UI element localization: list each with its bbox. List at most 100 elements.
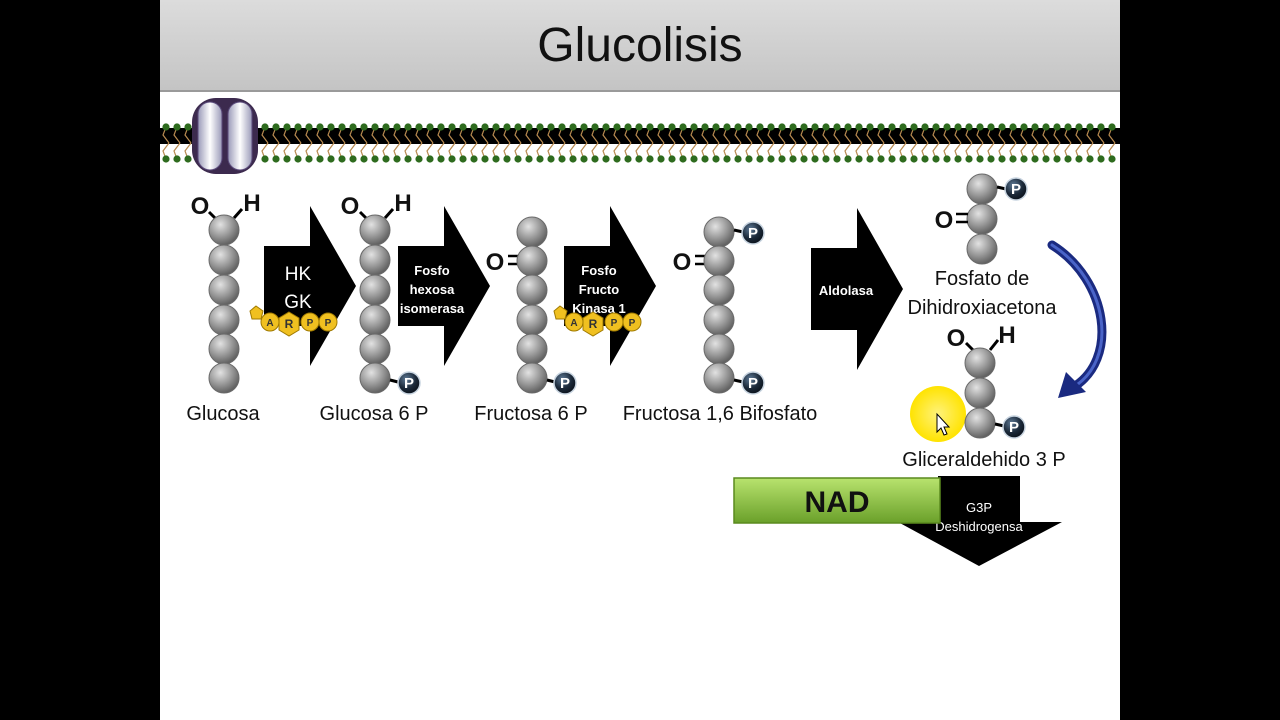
lipid-head (910, 123, 918, 131)
membrane-core (160, 128, 1120, 144)
lipid-head (701, 155, 709, 163)
ribose-label: R (285, 317, 294, 331)
phosphate-label: P (748, 375, 758, 392)
lipid-head (283, 155, 291, 163)
lipid-head (415, 155, 423, 163)
lipid-head (646, 123, 654, 131)
phosphate-label: P (404, 375, 414, 392)
lipid-head (1064, 123, 1072, 131)
lipid-head (338, 155, 346, 163)
lipid-head (943, 155, 951, 163)
lipid-head (998, 155, 1006, 163)
lipid-head (503, 155, 511, 163)
lipid-head (173, 123, 181, 131)
lipid-head (723, 123, 731, 131)
lipid-head (393, 155, 401, 163)
lipid-head (976, 123, 984, 131)
lipid-head (261, 155, 269, 163)
lipid-head (767, 123, 775, 131)
lipid-head (514, 123, 522, 131)
lipid-head (712, 155, 720, 163)
phosphate-label: P (307, 318, 314, 329)
lipid-head (162, 155, 170, 163)
lipid-head (349, 155, 357, 163)
phosphate-label: P (629, 318, 636, 329)
lipid-head (998, 123, 1006, 131)
label-dhap-line2: Dihidroxiacetona (908, 297, 1058, 319)
lipid-head (173, 155, 181, 163)
lipid-head (1086, 155, 1094, 163)
lipid-head (778, 155, 786, 163)
enzyme-label-line: isomerasa (400, 301, 465, 316)
lipid-head (888, 123, 896, 131)
lipid-head (811, 155, 819, 163)
lipid-head (965, 155, 973, 163)
lipid-head (866, 155, 874, 163)
lipid-head (844, 123, 852, 131)
lipid-head (679, 123, 687, 131)
lipid-head (646, 155, 654, 163)
lipid-head (789, 155, 797, 163)
enzyme-label-line: Deshidrogensa (935, 519, 1023, 534)
lipid-head (888, 155, 896, 163)
lipid-head (261, 123, 269, 131)
oxygen-atom: O (673, 249, 692, 276)
lipid-head (580, 123, 588, 131)
lipid-head (184, 123, 192, 131)
lipid-head (492, 155, 500, 163)
lipid-head (910, 155, 918, 163)
lipid-head (1064, 155, 1072, 163)
lipid-head (855, 123, 863, 131)
lipid-head (547, 123, 555, 131)
cursor-highlight (910, 386, 966, 442)
lipid-head (349, 123, 357, 131)
lipid-head (624, 123, 632, 131)
lipid-head (943, 123, 951, 131)
lipid-head (1075, 123, 1083, 131)
lipid-head (778, 123, 786, 131)
lipid-head (723, 155, 731, 163)
lipid-head (437, 123, 445, 131)
lipid-head (316, 123, 324, 131)
lipid-head (712, 123, 720, 131)
lipid-head (393, 123, 401, 131)
lipid-head (822, 123, 830, 131)
lipid-head (954, 123, 962, 131)
oxygen-atom: O (935, 207, 954, 234)
lipid-head (635, 155, 643, 163)
lipid-head (1108, 123, 1116, 131)
enzyme-label-line: Fosfo (414, 263, 449, 278)
lipid-head (1097, 123, 1105, 131)
nad-label: NAD (805, 486, 870, 519)
lipid-head (184, 155, 192, 163)
adenine-label: A (570, 318, 577, 329)
enzyme-label-line: hexosa (410, 282, 456, 297)
glycolysis-diagram: O H Glucosa HK GK A R P P (160, 98, 1120, 566)
lipid-head (305, 123, 313, 131)
lipid-head (591, 155, 599, 163)
lipid-head (283, 123, 291, 131)
enzyme-arrow-phosphohexose-isomerase: Fosfo hexosa isomerasa (398, 206, 490, 366)
nad-cofactor: NAD (733, 477, 941, 524)
lipid-head (558, 155, 566, 163)
lipid-head (800, 155, 808, 163)
phosphate-label: P (560, 375, 570, 392)
atp-molecule: A R P P (249, 305, 338, 337)
lipid-head (371, 155, 379, 163)
lipid-head (701, 123, 709, 131)
phosphate-label: P (1009, 419, 1019, 436)
lipid-head (811, 123, 819, 131)
lipid-head (1053, 123, 1061, 131)
lipid-head (1042, 155, 1050, 163)
lipid-head (272, 123, 280, 131)
phosphate-label: P (611, 318, 618, 329)
lipid-head (1031, 123, 1039, 131)
lipid-head (459, 123, 467, 131)
lipid-head (657, 155, 665, 163)
lipid-head (459, 155, 467, 163)
lipid-head (360, 155, 368, 163)
lipid-head (602, 155, 610, 163)
lipid-head (657, 123, 665, 131)
lipid-head (822, 155, 830, 163)
lipid-head (272, 155, 280, 163)
